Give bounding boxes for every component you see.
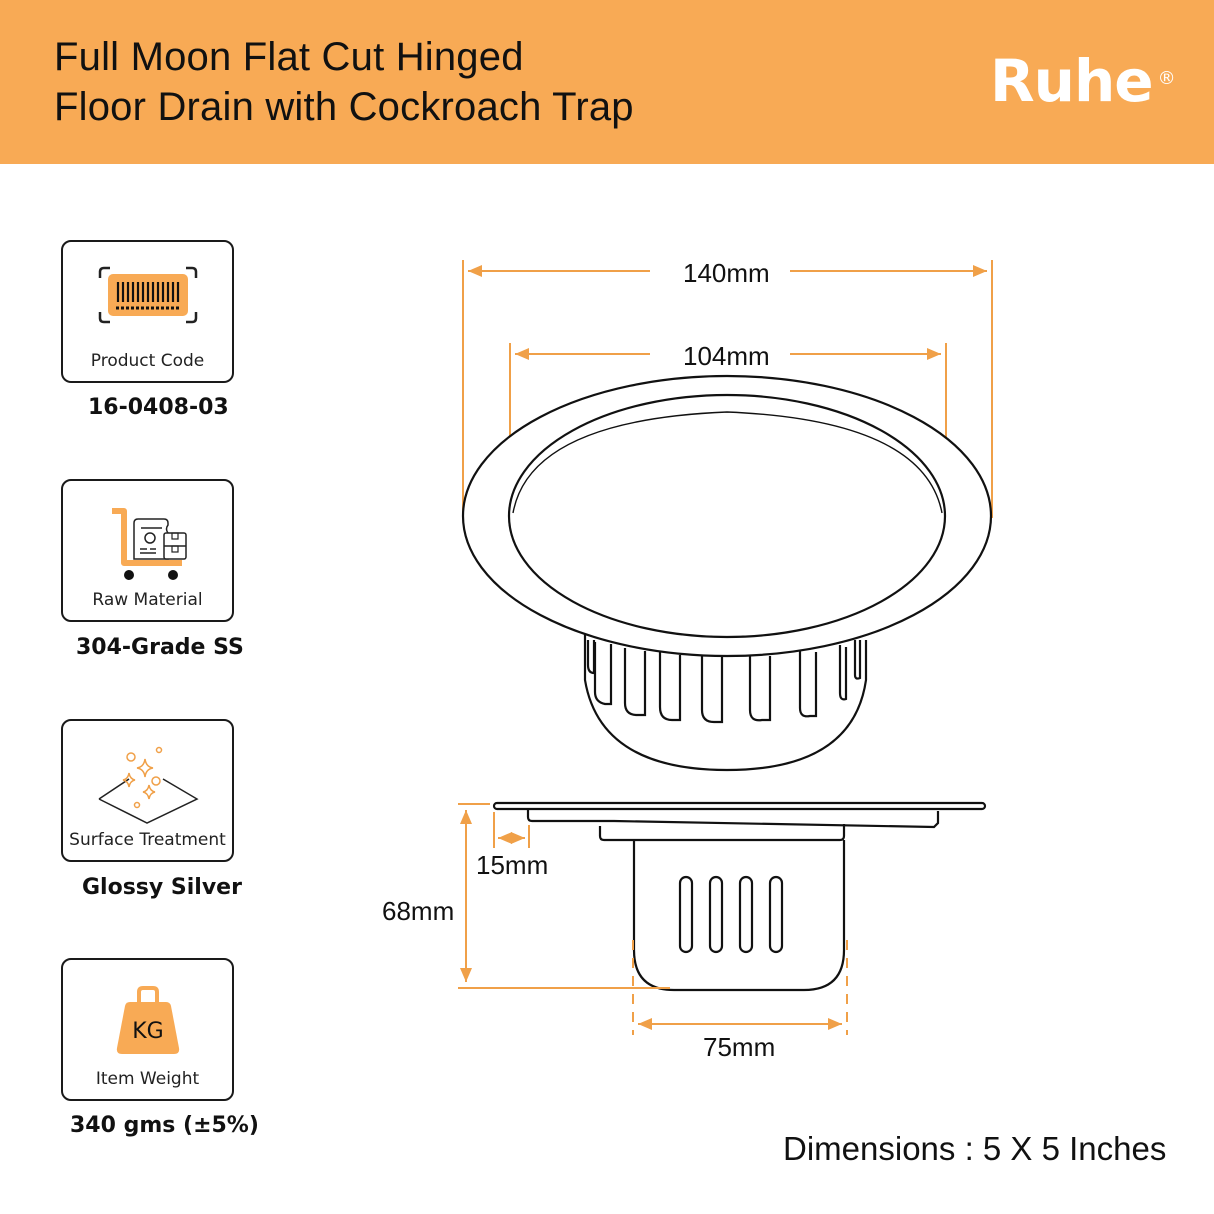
- spec-label: Raw Material: [92, 590, 203, 610]
- brand-name: Ruhe: [990, 47, 1154, 115]
- spec-card-product-code: Product Code: [61, 240, 234, 383]
- spec-value-product-code: 16-0408-03: [88, 395, 229, 420]
- dim-body-width: 75mm: [703, 1032, 776, 1062]
- header-banner: Full Moon Flat Cut Hinged Floor Drain wi…: [0, 0, 1214, 164]
- spec-card-item-weight: KG Item Weight: [61, 958, 234, 1101]
- spec-card-raw-material: Raw Material: [61, 479, 234, 622]
- spec-value-raw-material: 304-Grade SS: [76, 635, 244, 660]
- overall-dimensions: Dimensions : 5 X 5 Inches: [783, 1130, 1167, 1167]
- spec-value-item-weight: 340 gms (±5%): [70, 1113, 259, 1138]
- registered-mark: ®: [1157, 68, 1176, 89]
- dim-outer-diameter: 140mm: [683, 258, 770, 288]
- sparkle-surface-icon: [63, 739, 232, 824]
- title-line-1: Full Moon Flat Cut Hinged: [54, 35, 524, 79]
- spec-label: Surface Treatment: [69, 830, 226, 850]
- title-line-2: Floor Drain with Cockroach Trap: [54, 85, 634, 129]
- spec-label: Product Code: [90, 351, 205, 371]
- barcode-icon: [63, 260, 232, 338]
- brand-logo: Ruhe ®: [990, 46, 1176, 116]
- spec-card-surface-treatment: Surface Treatment: [61, 719, 234, 862]
- product-title: Full Moon Flat Cut Hinged Floor Drain wi…: [54, 32, 634, 132]
- svg-text:KG: KG: [132, 1019, 163, 1044]
- spec-label: Item Weight: [95, 1069, 200, 1089]
- trolley-icon: [63, 499, 232, 580]
- dim-total-height: 68mm: [382, 896, 455, 926]
- dim-inner-diameter: 104mm: [683, 341, 770, 371]
- weight-icon: KG: [63, 978, 232, 1056]
- spec-value-surface-treatment: Glossy Silver: [82, 875, 242, 900]
- dim-flange-step: 15mm: [476, 850, 549, 880]
